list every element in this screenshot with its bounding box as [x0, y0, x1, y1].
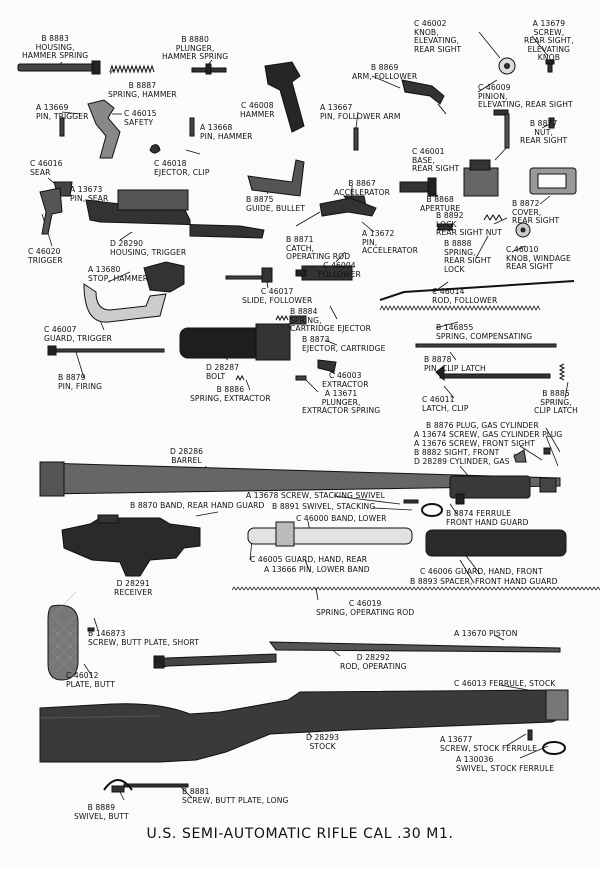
part-label: B 8880 PLUNGER, HAMMER SPRING: [162, 35, 229, 62]
part-label: A 13680 STOP, HAMMER: [88, 265, 149, 283]
part-label: B 8874 FERRULE FRONT HAND GUARD: [446, 509, 529, 527]
part-label: B 8886 SPRING, EXTRACTOR: [190, 385, 271, 403]
part-label: B 8884 SPRING, CARTRIDGE EJECTOR: [290, 307, 372, 334]
part-label: A 13672 PIN, ACCELERATOR: [362, 229, 419, 256]
part-label: B 8893 SPACER, FRONT HAND GUARD: [410, 577, 558, 586]
part-label: C 46012 PLATE, BUTT: [66, 671, 115, 689]
part-label: A 13668 PIN, HAMMER: [200, 123, 253, 141]
part-label: C 46005 GUARD, HAND, REAR: [250, 555, 368, 564]
part-label: B 8867 ACCELERATOR: [334, 179, 391, 197]
part-label: B 8871 CATCH, OPERATING ROD: [286, 235, 351, 262]
part-label: B 8892 LOCK REAR SIGHT NUT: [436, 211, 502, 238]
part-label: B 8869 ARM, FOLLOWER: [352, 63, 418, 81]
part-label: A 13676 SCREW, FRONT SIGHT: [414, 439, 535, 448]
part-label: C 46020 TRIGGER: [28, 247, 63, 265]
part-label: B 8868 APERTURE: [420, 195, 461, 213]
part-label: A 130036 SWIVEL, STOCK FERRULE: [456, 755, 555, 773]
part-label: C 46006 GUARD, HAND, FRONT: [420, 567, 543, 576]
part-label: C 46000 BAND, LOWER: [296, 514, 387, 523]
part-label: C 46009 PINION, ELEVATING, REAR SIGHT: [478, 83, 573, 110]
part-label: B 8878 PIN, CLIP LATCH: [424, 355, 486, 373]
part-label: C 46001 BASE, REAR SIGHT: [412, 147, 460, 174]
part-label: C 46015 SAFETY: [124, 109, 157, 127]
part-label: A 13667 PIN, FOLLOWER ARM: [320, 103, 401, 121]
part-label: C 46007 GUARD, TRIGGER: [44, 325, 112, 343]
part-label: B 8872 COVER, REAR SIGHT: [512, 199, 560, 226]
part-label: B 8870 BAND, REAR HAND GUARD: [130, 501, 265, 510]
part-label: A 13674 SCREW, GAS CYLINDER PLUG: [414, 430, 563, 439]
part-label: B 8875 GUIDE, BULLET: [246, 195, 306, 213]
part-label: A 13670 PISTON: [454, 629, 518, 638]
part-label: C 46014 ROD, FOLLOWER: [432, 287, 498, 305]
part-label: B 8877 NUT, REAR SIGHT: [520, 119, 568, 146]
part-label: C 46011 LATCH, CLIP: [422, 395, 469, 413]
part-label: C 46002 KNOB, ELEVATING, REAR SIGHT: [414, 19, 462, 54]
part-label: D 28290 HOUSING, TRIGGER: [110, 239, 187, 257]
part-label: D 28289 CYLINDER, GAS: [414, 457, 510, 466]
part-label: D 28287 BOLT: [206, 363, 240, 381]
part-label: A 13679 SCREW, REAR SIGHT, ELEVATING KNO…: [524, 19, 574, 63]
part-label: B 8888 SPRING, REAR SIGHT LOCK: [444, 239, 492, 274]
part-label: C 46013 FERRULE, STOCK: [454, 679, 556, 688]
part-label: D 28292 ROD, OPERATING: [340, 653, 407, 671]
part-label: B 8885 SPRING, CLIP LATCH: [534, 389, 578, 416]
plate-title: U.S. SEMI-AUTOMATIC RIFLE CAL .30 M1.: [146, 826, 454, 842]
part-label: C 46019 SPRING, OPERATING ROD: [316, 599, 415, 617]
part-label: C 46017 SLIDE, FOLLOWER: [242, 287, 313, 305]
part-label: A 13671 PLUNGER, EXTRACTOR SPRING: [302, 389, 381, 416]
part-label: A 13666 PIN, LOWER BAND: [264, 565, 370, 574]
part-label: C 46010 KNOB, WINDAGE REAR SIGHT: [506, 245, 571, 272]
part-label: B 8887 SPRING, HAMMER: [108, 81, 177, 99]
part-label: B 8879 PIN, FIRING: [58, 373, 103, 391]
part-label: A 13677 SCREW, STOCK FERRULE: [440, 735, 537, 753]
part-label: A 13673 PIN, SEAR: [70, 185, 109, 203]
part-label: B 8881 SCREW, BUTT PLATE, LONG: [182, 787, 289, 805]
part-label: A 13669 PIN, TRIGGER: [36, 103, 89, 121]
part-label: B 8883 HOUSING, HAMMER SPRING: [22, 34, 89, 61]
part-label: B 146873 SCREW, BUTT PLATE, SHORT: [88, 629, 199, 647]
part-label: C 46004 FOLLOWER: [318, 261, 361, 279]
part-label: D 28286 BARREL: [170, 447, 204, 465]
part-label: C 46018 EJECTOR, CLIP: [154, 159, 210, 177]
part-label: C 46003 EXTRACTOR: [322, 371, 369, 389]
part-label: A 13678 SCREW, STACKING SWIVEL: [246, 491, 385, 500]
part-label: B 8882 SIGHT, FRONT: [414, 448, 500, 457]
part-label: B 8876 PLUG, GAS CYLINDER: [426, 421, 539, 430]
part-label: C 46016 SEAR: [30, 159, 63, 177]
part-label: C 46008 HAMMER: [240, 101, 275, 119]
part-label: D 28293 STOCK: [306, 733, 340, 751]
part-label: B 8873 EJECTOR, CARTRIDGE: [302, 335, 386, 353]
part-label: B 8891 SWIVEL, STACKING: [272, 502, 376, 511]
part-label: D 28291 RECEIVER: [114, 579, 153, 597]
part-label: B 146855 SPRING, COMPENSATING: [436, 323, 533, 341]
part-label: B 8889 SWIVEL, BUTT: [74, 803, 129, 821]
